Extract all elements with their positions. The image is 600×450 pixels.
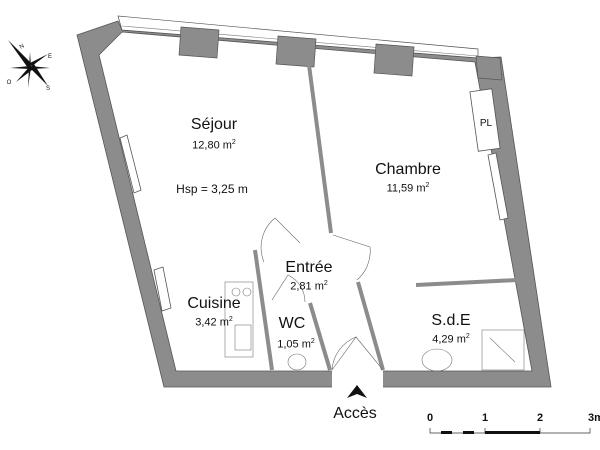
room-area-sejour: 12,80 m2 (192, 139, 236, 152)
room-area-wc: 1,05 m2 (277, 338, 315, 351)
room-area-entree: 2,81 m2 (290, 280, 328, 293)
wall-wc (308, 302, 332, 371)
room-name-sejour: Séjour (190, 116, 238, 133)
closet-label: PL (479, 118, 493, 129)
pillars (178, 26, 503, 81)
compass-west: O (6, 80, 12, 86)
room-name-sde: S.d.E (431, 312, 471, 329)
window-cuisine (153, 266, 172, 312)
closet (469, 88, 501, 152)
room-name-chambre: Chambre (375, 161, 441, 178)
room-area-cuisine: 3,42 m2 (195, 316, 233, 329)
compass-south: S (45, 86, 51, 92)
wall-chambre-sde (415, 278, 518, 287)
kitchen-fixtures (224, 281, 254, 358)
wall-entree-sde (356, 281, 385, 371)
scale-tick-3: 3m (588, 412, 600, 424)
wall-cuisine-wc (253, 249, 274, 371)
window-chambre (487, 152, 509, 221)
room-name-entree: Entrée (285, 259, 333, 276)
entrance-label: Accès (333, 405, 377, 422)
scale-tick-1: 1 (481, 412, 489, 424)
window-sejour (119, 134, 142, 194)
bathroom-fixtures (287, 329, 525, 372)
scale-tick-2: 2 (536, 412, 544, 424)
access-arrow-icon (347, 385, 367, 398)
room-name-cuisine: Cuisine (187, 295, 241, 312)
wall-sejour-chambre (307, 64, 333, 234)
room-area-sde: 4,29 m2 (432, 333, 470, 346)
compass-east: E (47, 54, 53, 60)
compass-rose-icon (8, 40, 50, 88)
room-name-wc: WC (278, 315, 306, 332)
ceiling-height: Hsp = 3,25 m (176, 182, 248, 196)
room-area-chambre: 11,59 m2 (386, 182, 430, 195)
scale-tick-0: 0 (426, 412, 434, 424)
entrance-opening (332, 369, 383, 389)
door-arcs (260, 217, 384, 371)
